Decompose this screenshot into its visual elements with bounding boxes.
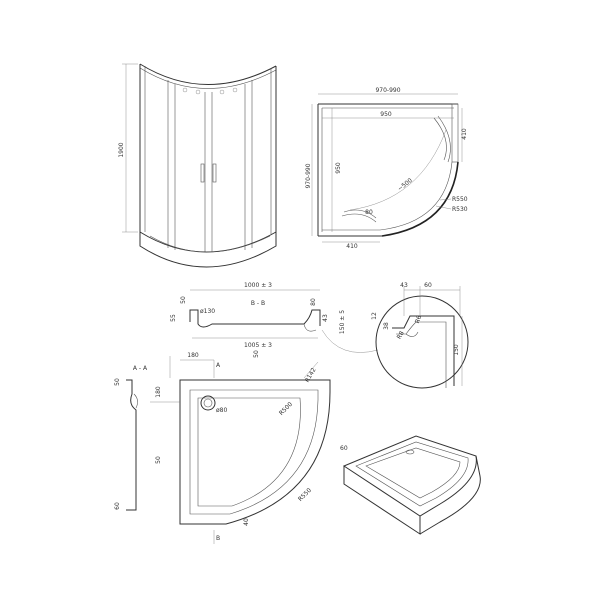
section-b-edge-left: 50 xyxy=(180,296,187,304)
detail-top-b: 60 xyxy=(424,282,432,289)
tray-waste-dim: ø80 xyxy=(216,407,227,414)
enclosure-height-label: 1900 xyxy=(118,142,125,157)
tray-plan-view: 180 180 ø80 50 A R500 R142 60 50 R550 40… xyxy=(150,350,348,544)
section-b-title: B - B xyxy=(251,300,265,307)
plan-side-depth: 410 xyxy=(461,128,468,140)
tray-bottom-lip: 40 xyxy=(243,518,250,526)
section-b-b-view: B - B 1000 ± 3 1005 ± 3 ø130 50 55 80 43… xyxy=(170,282,379,353)
plan-inner-width: 950 xyxy=(380,111,392,118)
plan-small-gap: 80 xyxy=(365,209,373,216)
section-a-title: A - A xyxy=(133,365,148,372)
edge-detail-view: 43 60 12 38 R8 R6 150 xyxy=(371,282,469,389)
plan-radius-outer: R550 xyxy=(452,196,468,203)
section-b-waste: ø130 xyxy=(200,308,215,315)
enclosure-3d-view: 1900 xyxy=(118,63,277,268)
section-a-bottom: 60 xyxy=(114,502,121,510)
plan-opening-label: ~500 xyxy=(396,177,413,193)
tray-section-mark: A xyxy=(216,362,221,369)
plan-outer-width: 970-990 xyxy=(375,87,400,94)
plan-inner-depth: 950 xyxy=(335,162,342,174)
section-b-height-left: 55 xyxy=(170,314,177,322)
plan-outer-depth: 970-990 xyxy=(305,163,312,188)
tray-radius-tray: R500 xyxy=(278,401,294,417)
section-a-a-view: A - A 50 60 xyxy=(114,365,148,511)
plan-door-width: 410 xyxy=(346,243,358,250)
section-a-top: 50 xyxy=(114,378,121,386)
tray-marker: B xyxy=(216,535,220,542)
plan-radius-inner: R530 xyxy=(452,206,468,213)
tray-offset-side: 180 xyxy=(155,386,162,398)
section-b-edge-right: 80 xyxy=(310,298,317,306)
detail-radius-r6: R6 xyxy=(414,314,423,324)
tray-top-lip: 50 xyxy=(253,350,260,358)
tray-left-depth: 50 xyxy=(155,456,162,464)
section-b-inner-length: 1005 ± 3 xyxy=(244,342,272,349)
detail-side-b: 38 xyxy=(383,322,390,330)
tray-right-lip: 60 xyxy=(340,445,348,452)
detail-height: 150 xyxy=(453,344,460,356)
tray-3d-view xyxy=(342,435,481,535)
detail-top-a: 43 xyxy=(400,282,408,289)
detail-side-c: R8 xyxy=(396,330,406,341)
tray-offset-top: 180 xyxy=(187,352,199,359)
section-b-total-length: 1000 ± 3 xyxy=(244,282,272,289)
tray-radius-outer: R550 xyxy=(297,487,313,503)
detail-side-a: 12 xyxy=(371,312,378,320)
section-b-depth-right: 43 xyxy=(322,314,329,322)
enclosure-plan-view: 970-990 950 970-990 950 410 410 ~500 80 … xyxy=(305,87,468,250)
tray-corner: R142 xyxy=(304,367,318,384)
section-b-height-right: 150 ± 5 xyxy=(339,310,346,334)
